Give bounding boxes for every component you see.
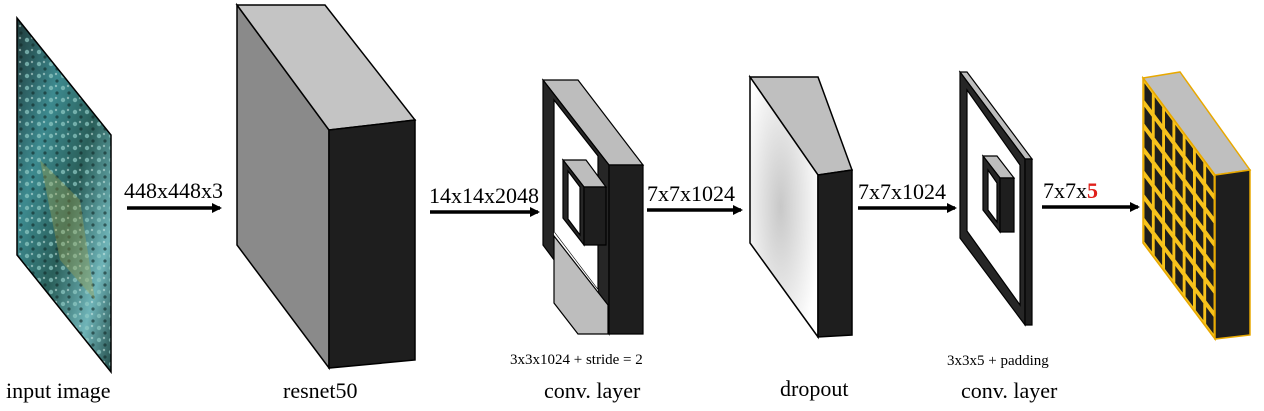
grid-cell [1185,279,1193,307]
arrow-2-label: 14x14x2048 [429,183,539,208]
grid-cell [1195,246,1204,274]
grid-cell [1195,222,1204,250]
grid-cell [1154,120,1163,148]
grid-cells [1144,83,1214,334]
grid-cell [1144,130,1152,158]
conv-layer-2-detail: 3x3x5 + padding [947,353,1049,369]
grid-cell [1154,214,1163,242]
grid-cell [1185,138,1193,166]
grid-cell [1165,110,1173,138]
grid-cell [1175,148,1183,176]
grid-cell [1165,181,1173,209]
input-image [16,15,112,375]
grid-cell [1144,201,1152,228]
conv-layer-1-caption: conv. layer [544,378,641,403]
grid-cell [1195,152,1204,180]
grid-cell [1185,232,1193,260]
conv-layer-1-shape [541,78,645,336]
arrow-4-label: 7x7x1024 [858,179,946,204]
grid-cell [1165,158,1173,185]
grid-cell [1154,191,1163,219]
grid-cell [1144,83,1152,111]
arrow-5-label: 7x7x5 [1043,178,1098,204]
arrow-3-label: 7x7x1024 [647,181,735,206]
grid-cell [1144,177,1152,205]
dropout-caption: dropout [780,376,849,401]
conv-layer-2-shape [958,70,1034,327]
grid-cell [1154,144,1163,172]
grid-cell [1154,238,1163,266]
conv-layer-1-detail: 3x3x1024 + stride = 2 [510,352,643,368]
grid-cell [1165,134,1173,162]
grid-cell [1195,269,1204,297]
grid-cell [1206,189,1214,217]
arrow-1-label: 448x448x3 [124,178,223,203]
grid-cell [1206,260,1214,287]
grid-cell [1185,185,1193,213]
output-tensor-grid [1141,71,1252,342]
grid-cell [1175,218,1183,246]
grid-cell [1175,124,1183,152]
grid-cell [1206,236,1214,264]
grid-cell [1175,195,1183,223]
input-image-caption: input image [6,378,111,403]
grid-cell [1144,153,1152,181]
arrow-5-label-prefix: 7x7x [1043,178,1087,203]
grid-cell [1206,283,1214,311]
grid-cell [1206,166,1214,194]
grid-cell [1165,252,1173,279]
resnet50-caption: resnet50 [283,378,358,403]
grid-cell [1154,97,1163,125]
output-classes-highlight: 5 [1087,178,1098,203]
grid-cell [1206,213,1214,241]
resnet50-block [235,2,417,371]
grid-cell [1175,265,1183,293]
grid-cell [1144,106,1152,134]
grid-cell [1154,167,1163,195]
grid-cell [1144,224,1152,252]
grid-cell [1195,199,1204,227]
grid-cell [1165,228,1173,256]
grid-cell [1175,242,1183,270]
dropout-block [748,74,854,340]
grid-cell [1165,205,1173,232]
grid-cell [1195,293,1204,321]
grid-cell [1185,162,1193,190]
grid-cell [1195,175,1204,203]
conv-layer-2-caption: conv. layer [961,378,1058,403]
grid-cell [1175,171,1183,199]
grid-cell [1206,307,1214,334]
grid-cell [1185,209,1193,236]
grid-cell [1185,256,1193,283]
